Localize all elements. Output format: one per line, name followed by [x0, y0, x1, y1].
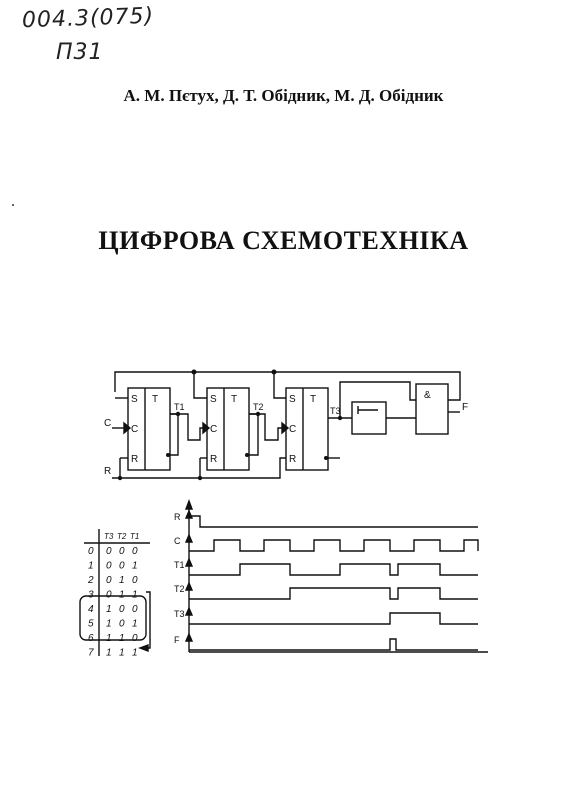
state-index: 2 [87, 575, 94, 586]
timing-label-t3: T3 [174, 609, 185, 619]
code-handwritten: П31 [56, 40, 104, 65]
state-bit: 1 [132, 561, 138, 572]
axis-arrow [184, 606, 194, 616]
state-bit: 0 [132, 633, 138, 644]
t2-c-label: C [210, 424, 217, 435]
timing-label-r: R [174, 512, 181, 522]
and-gate [415, 383, 449, 435]
reset-line [112, 457, 286, 479]
and-label: & [424, 390, 431, 401]
state-bit: 1 [106, 619, 112, 630]
wave-f [189, 638, 478, 651]
table-header-t3: T3 [104, 532, 114, 541]
t1-r-label: R [131, 454, 138, 465]
wave-t3 [189, 612, 478, 625]
state-index: 4 [88, 604, 94, 615]
t2-r-label: R [210, 454, 217, 465]
output-f-label: F [462, 402, 468, 413]
input-c-label: C [104, 418, 111, 429]
wave-r [189, 515, 478, 528]
t2-s-label: S [210, 394, 217, 405]
timing-label-c: C [174, 536, 181, 546]
state-bit: 0 [119, 604, 125, 615]
out-t1-label: T1 [174, 402, 185, 412]
state-index: 6 [88, 633, 94, 644]
state-bit: 0 [119, 561, 125, 572]
wave-t1 [189, 563, 478, 576]
state-bit: 0 [132, 604, 138, 615]
timing-label-t2: T2 [174, 584, 185, 594]
table-header-t1: T1 [130, 532, 139, 541]
delay-block [351, 401, 387, 435]
timing-waves [184, 509, 479, 651]
state-bit: 0 [132, 546, 138, 557]
axis-arrow [184, 557, 194, 567]
state-index: 3 [88, 590, 94, 601]
t1-c-label: C [131, 424, 138, 435]
t3-c-label: C [289, 424, 296, 435]
t2-t-label: T [231, 394, 237, 405]
wave-c [189, 539, 479, 552]
state-index: 7 [88, 648, 94, 659]
axis-arrow [184, 533, 194, 543]
axis-arrow [184, 509, 194, 519]
feedback-bus [114, 371, 461, 401]
state-bit: 1 [119, 590, 125, 601]
input-r-label: R [104, 466, 111, 477]
junction-dots [117, 369, 343, 481]
speck-dot [12, 204, 14, 206]
state-index: 1 [88, 561, 94, 572]
timing-axes [184, 499, 488, 653]
state-bit: 1 [132, 590, 138, 601]
state-index: 0 [88, 546, 94, 557]
state-table-text: T3 T2 T1 [104, 532, 139, 541]
state-bit: 1 [132, 619, 138, 630]
state-bit: 0 [106, 546, 112, 557]
state-bit: 0 [106, 561, 112, 572]
state-index: 5 [88, 619, 94, 630]
table-header-t2: T2 [117, 532, 127, 541]
counter-circuit [112, 371, 461, 479]
axis-arrow [184, 632, 194, 642]
t3-t-label: T [310, 394, 316, 405]
state-bit: 1 [106, 604, 112, 615]
out-t3-label: T3 [330, 406, 341, 416]
timing-label-f: F [174, 635, 180, 645]
t3-r-label: R [289, 454, 296, 465]
state-bit: 0 [106, 590, 112, 601]
out-t2-label: T2 [253, 402, 264, 412]
state-bit: 1 [119, 575, 125, 586]
state-bit: 1 [106, 648, 112, 659]
timing-label-t1: T1 [174, 560, 185, 570]
state-table [79, 529, 151, 656]
book-title: ЦИФРОВА СХЕМОТЕХНІКА [98, 226, 469, 255]
axis-arrow [184, 581, 194, 591]
state-bracket [79, 595, 147, 641]
state-bit: 1 [106, 633, 112, 644]
state-bit: 0 [132, 575, 138, 586]
state-bit: 0 [119, 619, 125, 630]
state-bit: 0 [119, 546, 125, 557]
state-bit: 1 [119, 633, 125, 644]
authors-line: А. М. Пєтух, Д. Т. Обідник, М. Д. Обідни… [123, 86, 444, 105]
t3-s-label: S [289, 394, 296, 405]
state-bit: 1 [132, 648, 138, 659]
state-bit: 1 [119, 648, 125, 659]
state-bit: 0 [106, 575, 112, 586]
t1-s-label: S [131, 394, 138, 405]
t1-t-label: T [152, 394, 158, 405]
wave-t2 [189, 587, 478, 600]
